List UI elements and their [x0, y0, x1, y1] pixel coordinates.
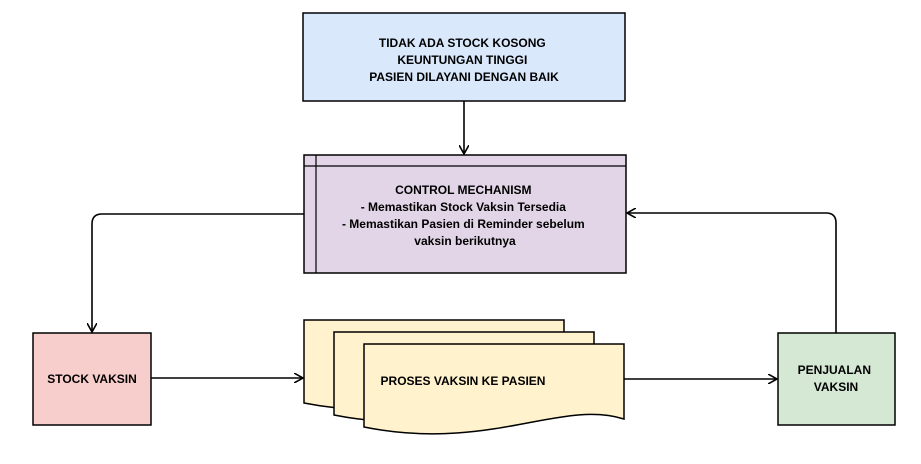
control-line-2: - Memastikan Stock Vaksin Tersedia [361, 200, 567, 214]
sales-line-2: VAKSIN [814, 380, 858, 394]
edge-sales-to-control [628, 213, 837, 333]
control-box-shape [303, 154, 627, 274]
goal-line-3: PASIEN DILAYANI DENGAN BAIK [369, 70, 559, 84]
stock-box-text: STOCK VAKSIN [47, 372, 137, 386]
proses-vaksin-documents[interactable]: PROSES VAKSIN KE PASIEN [303, 319, 625, 435]
process-text: PROSES VAKSIN KE PASIEN [381, 374, 546, 388]
goal-line-1: TIDAK ADA STOCK KOSONG [379, 36, 546, 50]
sales-box-text: PENJUALAN VAKSIN [798, 363, 875, 394]
control-box-text: CONTROL MECHANISM - Memastikan Stock Vak… [342, 183, 588, 248]
control-line-4: vaksin berikutnya [414, 234, 516, 248]
goal-box[interactable]: TIDAK ADA STOCK KOSONG KEUNTUNGAN TINGGI… [302, 12, 626, 102]
document-front [363, 343, 625, 435]
goal-box-text: TIDAK ADA STOCK KOSONG KEUNTUNGAN TINGGI… [369, 36, 559, 84]
stock-box-shape [32, 332, 152, 426]
sales-box-shape [777, 332, 896, 426]
control-line-3: - Memastikan Pasien di Reminder sebelum [342, 217, 585, 231]
control-line-1: CONTROL MECHANISM [395, 183, 531, 197]
sales-line-1: PENJUALAN [798, 363, 871, 377]
stock-vaksin-box[interactable]: STOCK VAKSIN [32, 332, 152, 426]
control-mechanism-box[interactable]: CONTROL MECHANISM - Memastikan Stock Vak… [303, 154, 627, 274]
edge-control-to-stock [92, 213, 304, 331]
goal-box-shape [302, 12, 626, 102]
goal-line-2: KEUNTUNGAN TINGGI [397, 53, 527, 67]
penjualan-vaksin-box[interactable]: PENJUALAN VAKSIN [777, 332, 896, 426]
